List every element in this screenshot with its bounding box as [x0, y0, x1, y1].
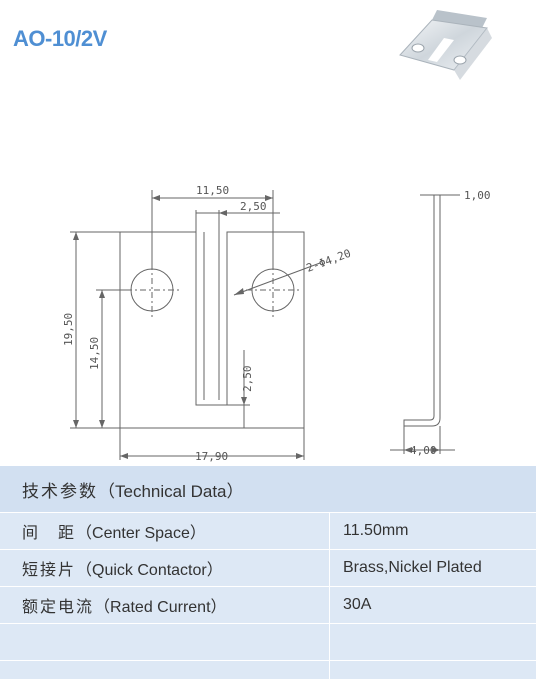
row-label-cn: 短接片 [22, 562, 77, 579]
dim-foot: 4,00 [410, 444, 437, 457]
row-label-cn: 额定电流 [22, 599, 95, 616]
row-value [330, 661, 536, 697]
row-label-cn: 间 距 [22, 525, 77, 542]
row-value [330, 624, 536, 660]
product-thumbnail [399, 10, 492, 80]
dim-width: 17,90 [195, 450, 228, 463]
row-label-en: （Rated Current） [94, 599, 227, 616]
spec-row: 间 距 （Center Space） 11.50mm [0, 513, 536, 550]
dim-center-spacing: 11,50 [196, 184, 229, 197]
spec-row: 额定电流 （Rated Current） 30A [0, 587, 536, 624]
row-value: 11.50mm [343, 522, 409, 539]
header-en: （Technical Data） [98, 481, 244, 501]
row-value: 30A [343, 596, 372, 613]
model-title: AO-10/2V [13, 26, 107, 51]
spec-row-empty [0, 661, 536, 697]
dim-thickness: 1,00 [464, 189, 491, 202]
row-label-en: （Quick Contactor） [76, 562, 223, 579]
row-label-en: （Center Space） [76, 525, 206, 542]
hole-left [130, 268, 174, 312]
technical-drawing: 11,50 2,50 2-Φ4,20 19,50 14,50 2,50 17,9… [62, 184, 491, 463]
side-profile [403, 194, 441, 427]
dim-hole-height: 14,50 [88, 337, 101, 370]
dim-height: 19,50 [62, 313, 75, 346]
spec-row: 短接片 （Quick Contactor） Brass,Nickel Plate… [0, 550, 536, 587]
dim-holes: 2-Φ4,20 [305, 247, 353, 275]
plate-outline [119, 231, 305, 429]
spec-table: 技术参数 （Technical Data） 间 距 （Center Space）… [0, 466, 536, 697]
header-cn: 技术参数 [22, 481, 98, 501]
row-value: Brass,Nickel Plated [343, 559, 482, 576]
spec-table-header: 技术参数 （Technical Data） [0, 466, 536, 513]
dim-slot-width: 2,50 [240, 200, 267, 213]
dim-slot-bottom: 2,50 [241, 366, 254, 393]
spec-row-empty [0, 624, 536, 661]
